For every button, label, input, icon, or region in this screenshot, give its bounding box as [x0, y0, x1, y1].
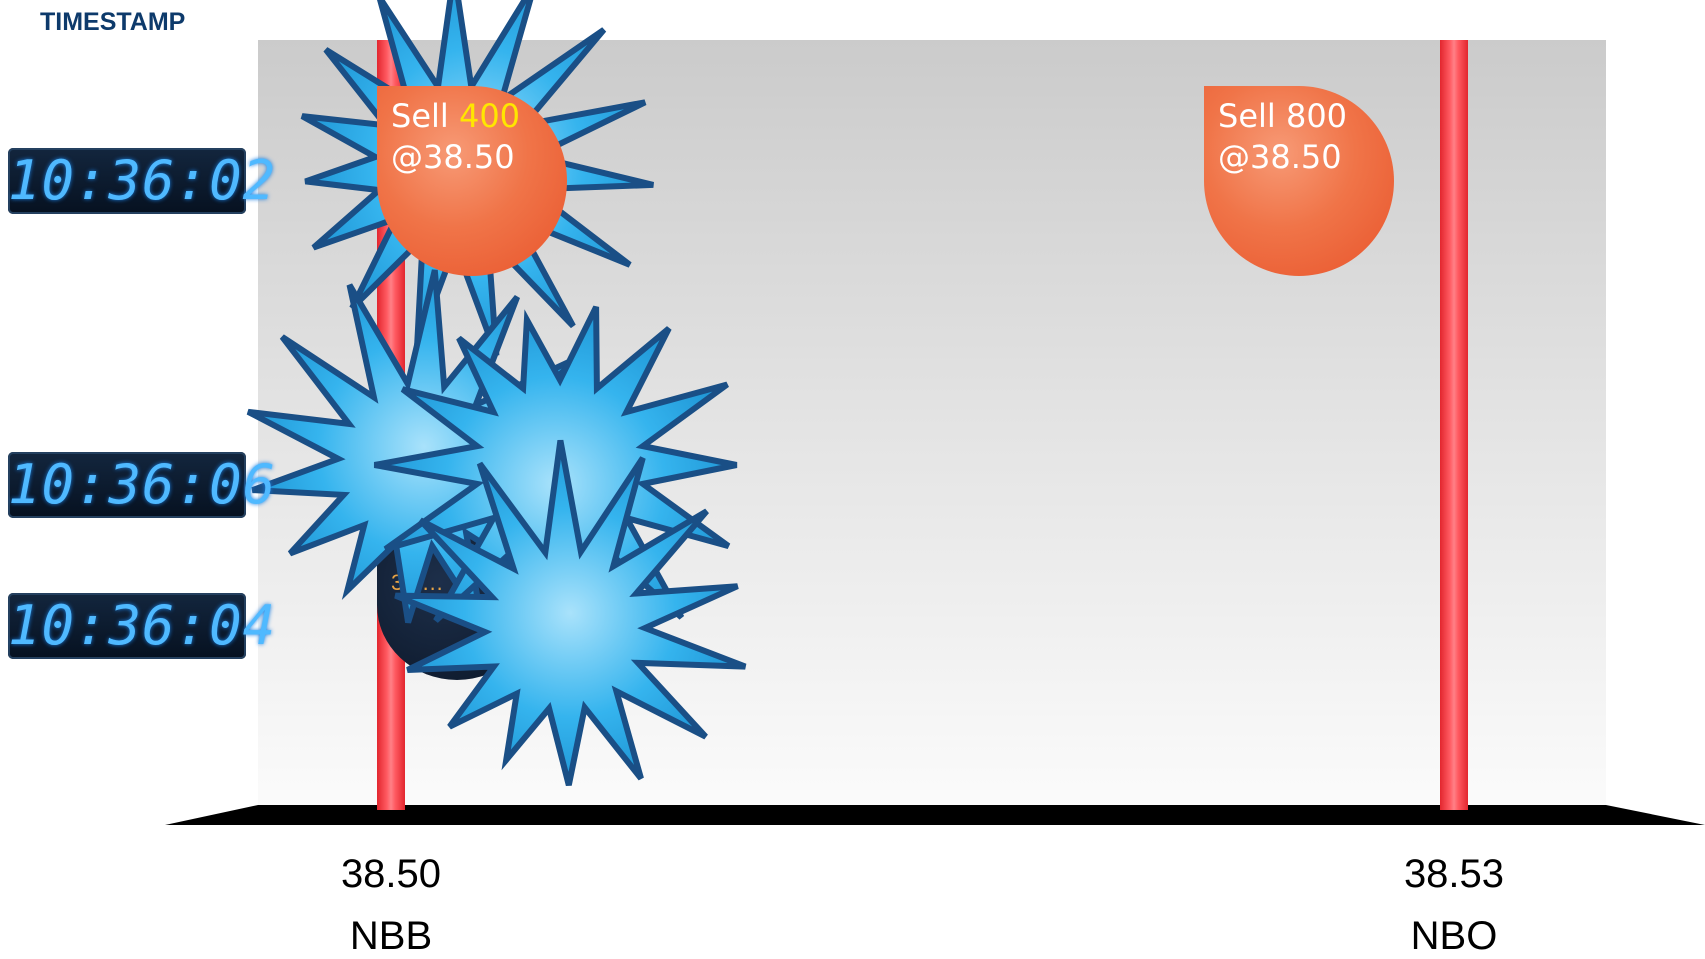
nbo-price-pole [1440, 40, 1468, 810]
nbo-label: NBO [1410, 914, 1498, 958]
nbo-price-label: 38.53 [1403, 852, 1505, 896]
order-price: @38.50 [1218, 138, 1342, 176]
timestamp-clock: 10:36:04 [8, 593, 277, 659]
order-quantity: 800 [1285, 97, 1348, 135]
timestamp-title: TIMESTAMP [40, 8, 186, 36]
order-price: @38.50 [391, 138, 515, 176]
hidden-order-bubble: 3.2… [377, 530, 537, 680]
timestamp-clock: 10:36:02 [8, 148, 277, 214]
order-side: Sell [1218, 97, 1276, 135]
order-side: Sell [391, 97, 449, 135]
order-bubble-nbb[interactable]: Sell 400 @38.50 [377, 86, 567, 276]
nbb-price-label: 38.50 [340, 852, 442, 896]
nbb-label: NBB [349, 914, 433, 958]
order-quantity: 400 [458, 97, 521, 135]
timestamp-clock: 10:36:06 [8, 452, 277, 518]
order-bubble-nbo[interactable]: Sell 800 @38.50 [1204, 86, 1394, 276]
